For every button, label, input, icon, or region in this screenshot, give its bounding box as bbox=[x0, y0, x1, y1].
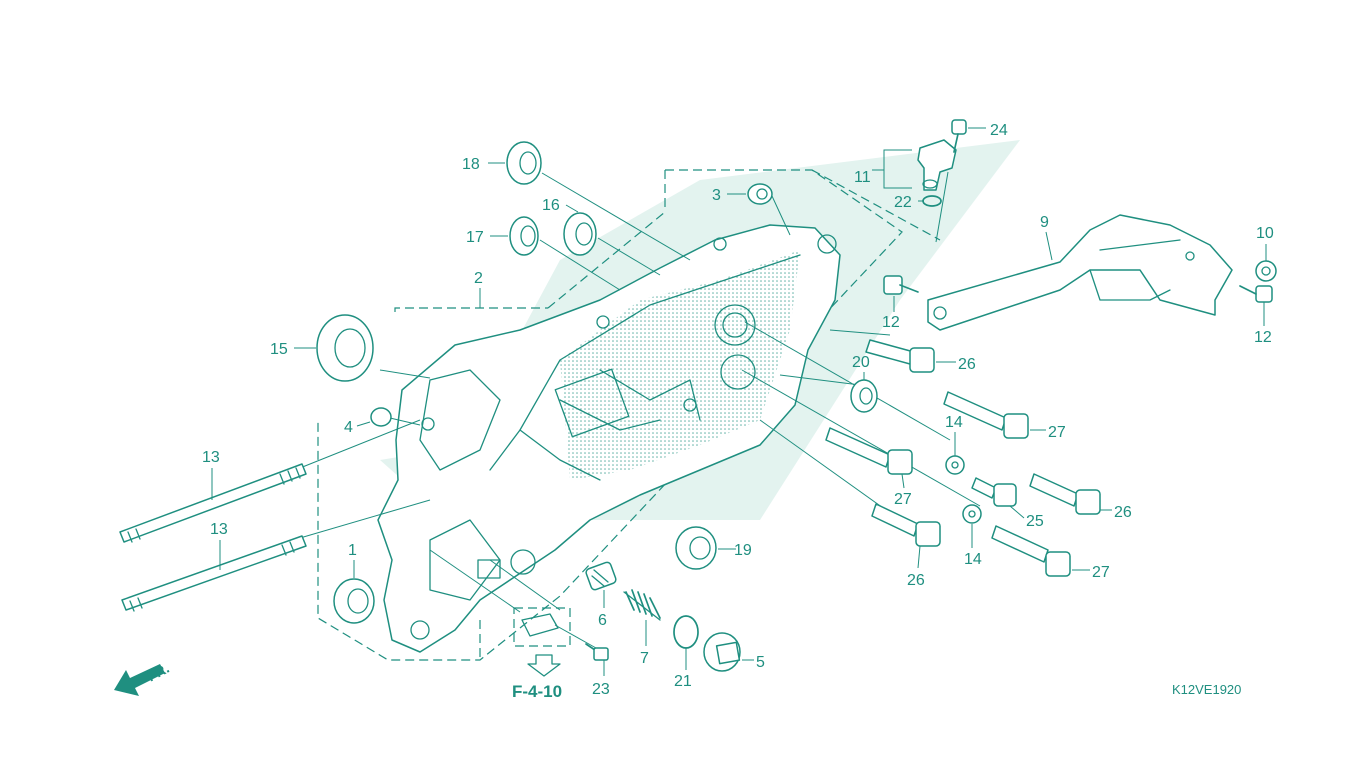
callout-12-right: 12 bbox=[1254, 329, 1272, 346]
strainer-6 bbox=[585, 561, 617, 591]
dowel-4 bbox=[370, 407, 392, 427]
seal-19 bbox=[675, 526, 717, 570]
callout-labels: 1 2 3 4 5 6 7 9 10 11 12 12 13 13 14 14 … bbox=[202, 122, 1274, 698]
bolt-26-low bbox=[871, 503, 941, 547]
clip-bracket bbox=[513, 607, 571, 677]
callout-26-top: 26 bbox=[958, 356, 976, 373]
callout-27-top: 27 bbox=[1048, 424, 1066, 441]
callout-1: 1 bbox=[348, 542, 357, 559]
callout-13-bottom: 13 bbox=[210, 521, 228, 538]
leader-lines bbox=[299, 171, 981, 649]
cover-plate-9 bbox=[927, 214, 1233, 331]
seal-20 bbox=[850, 379, 878, 413]
callout-27-low: 27 bbox=[1092, 564, 1110, 581]
callout-4: 4 bbox=[344, 419, 353, 436]
callout-2: 2 bbox=[474, 270, 483, 287]
callout-3: 3 bbox=[712, 187, 721, 204]
drain-bolt-5 bbox=[703, 632, 741, 672]
bearing-3 bbox=[747, 183, 773, 205]
callout-stubs bbox=[211, 127, 1267, 676]
callout-21: 21 bbox=[674, 673, 692, 690]
callout-11: 11 bbox=[854, 169, 871, 186]
callout-15: 15 bbox=[270, 341, 288, 358]
bolt-26-mid bbox=[1029, 473, 1101, 515]
bearing-16 bbox=[563, 212, 597, 256]
callout-14-top: 14 bbox=[945, 414, 963, 431]
bolt-27-a bbox=[943, 391, 1029, 439]
callout-10: 10 bbox=[1256, 225, 1274, 242]
crankcase-left bbox=[377, 224, 841, 653]
spring-7 bbox=[623, 589, 661, 621]
bearing-18 bbox=[506, 141, 542, 185]
callout-22: 22 bbox=[894, 194, 912, 211]
o-ring-21 bbox=[673, 615, 699, 649]
bolt-27-c bbox=[991, 525, 1071, 577]
bolt-26-top bbox=[865, 339, 935, 373]
callout-20: 20 bbox=[852, 354, 870, 371]
callout-12-left: 12 bbox=[882, 314, 900, 331]
bracket-lines-11 bbox=[872, 149, 912, 189]
assembly-outline bbox=[317, 169, 941, 661]
callout-13-top: 13 bbox=[202, 449, 220, 466]
grommet-10 bbox=[1255, 260, 1277, 282]
sensor-11 bbox=[917, 119, 967, 207]
bolt-23 bbox=[585, 643, 609, 661]
callout-6: 6 bbox=[598, 612, 607, 629]
callout-16: 16 bbox=[542, 197, 560, 214]
callout-14-bottom: 14 bbox=[964, 551, 982, 568]
bolt-12 bbox=[883, 275, 1273, 303]
bearing-15 bbox=[316, 314, 374, 382]
callout-7: 7 bbox=[640, 650, 649, 667]
bearing-17 bbox=[509, 216, 539, 256]
drawing-code: K12VE1920 bbox=[1172, 682, 1241, 697]
front-arrow-icon bbox=[114, 664, 165, 696]
bolt-25 bbox=[971, 477, 1017, 507]
callout-24: 24 bbox=[990, 122, 1008, 139]
bearing-1 bbox=[333, 578, 375, 624]
stud-bolt-13 bbox=[119, 463, 307, 612]
callout-5: 5 bbox=[756, 654, 765, 671]
callout-26-mid: 26 bbox=[1114, 504, 1132, 521]
reference-label[interactable]: F-4-10 bbox=[512, 682, 562, 701]
flange-bolts bbox=[825, 339, 1101, 577]
callout-19: 19 bbox=[734, 542, 752, 559]
bolt-27-b bbox=[825, 427, 913, 475]
callout-9: 9 bbox=[1040, 214, 1049, 231]
callout-26-low: 26 bbox=[907, 572, 925, 589]
callout-23: 23 bbox=[592, 681, 610, 698]
callout-18: 18 bbox=[462, 156, 480, 173]
callout-17: 17 bbox=[466, 229, 484, 246]
callout-25: 25 bbox=[1026, 513, 1044, 530]
callout-27-mid: 27 bbox=[894, 491, 912, 508]
